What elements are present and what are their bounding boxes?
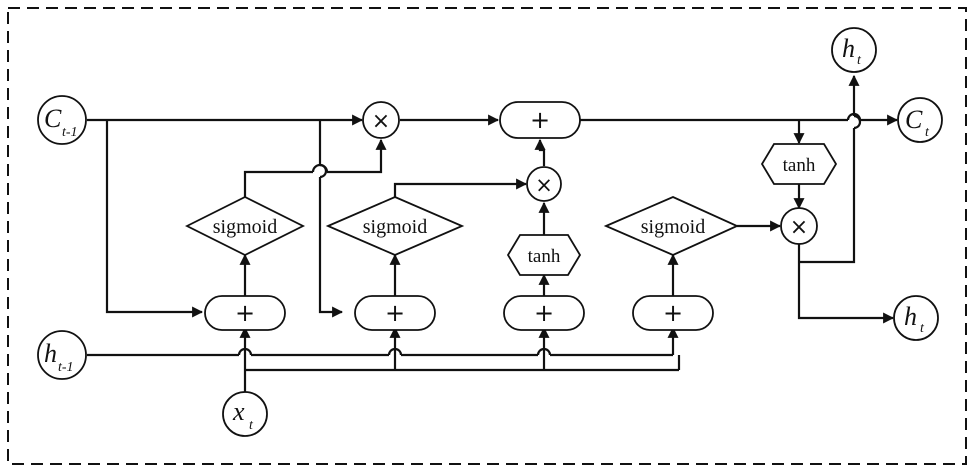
node-c-prev: C t-1 [37, 95, 87, 145]
adder-cell-symbol: + [530, 106, 550, 134]
node-x-t-sub: t [249, 418, 254, 433]
adder-forget-gate-symbol: + [235, 299, 255, 327]
adder-candidate-symbol: + [534, 299, 554, 327]
tanh-cell-label: tanh [783, 155, 816, 176]
node-h-top-main: h [842, 34, 855, 63]
tanh-cell: tanh [760, 143, 838, 185]
node-x-t: x t [222, 391, 268, 437]
multiply-input: × [526, 166, 562, 202]
node-h-prev-sub: t-1 [58, 360, 74, 375]
node-c-out: C t [897, 97, 943, 143]
node-h-top-sub: t [857, 53, 862, 68]
multiply-input-symbol: × [535, 173, 553, 197]
sigmoid-forget-gate-label: sigmoid [213, 216, 277, 238]
multiply-output: × [780, 207, 818, 245]
sigmoid-output-gate-label: sigmoid [641, 216, 705, 238]
adder-candidate: + [503, 295, 585, 331]
sigmoid-output-gate: sigmoid [603, 196, 740, 256]
tanh-candidate-label: tanh [528, 246, 561, 267]
adder-forget-gate: + [204, 295, 286, 331]
dashed-border [7, 7, 967, 465]
node-h-top: h t [831, 27, 877, 73]
node-h-out-sub: t [920, 321, 925, 336]
multiply-forget-symbol: × [372, 109, 390, 134]
node-c-out-sub: t [925, 125, 930, 140]
node-c-prev-sub: t-1 [62, 125, 78, 140]
adder-input-gate-symbol: + [385, 299, 405, 327]
adder-output-gate-symbol: + [663, 299, 683, 327]
sigmoid-input-gate: sigmoid [325, 196, 465, 256]
adder-output-gate: + [632, 295, 714, 331]
adder-input-gate: + [354, 295, 436, 331]
tanh-candidate: tanh [506, 234, 582, 276]
connections [87, 74, 899, 392]
adder-cell: + [499, 101, 581, 139]
node-x-t-main: x [232, 397, 245, 426]
node-c-prev-main: C [44, 104, 62, 133]
multiply-forget: × [362, 101, 400, 139]
node-h-out: h t [893, 295, 939, 341]
sigmoid-input-gate-label: sigmoid [363, 216, 427, 238]
sigmoid-forget-gate: sigmoid [184, 195, 306, 257]
node-h-out-main: h [904, 302, 917, 331]
node-c-out-main: C [905, 105, 923, 134]
multiply-output-symbol: × [790, 215, 808, 240]
node-h-prev-main: h [44, 339, 57, 368]
node-h-prev: h t-1 [37, 330, 87, 380]
